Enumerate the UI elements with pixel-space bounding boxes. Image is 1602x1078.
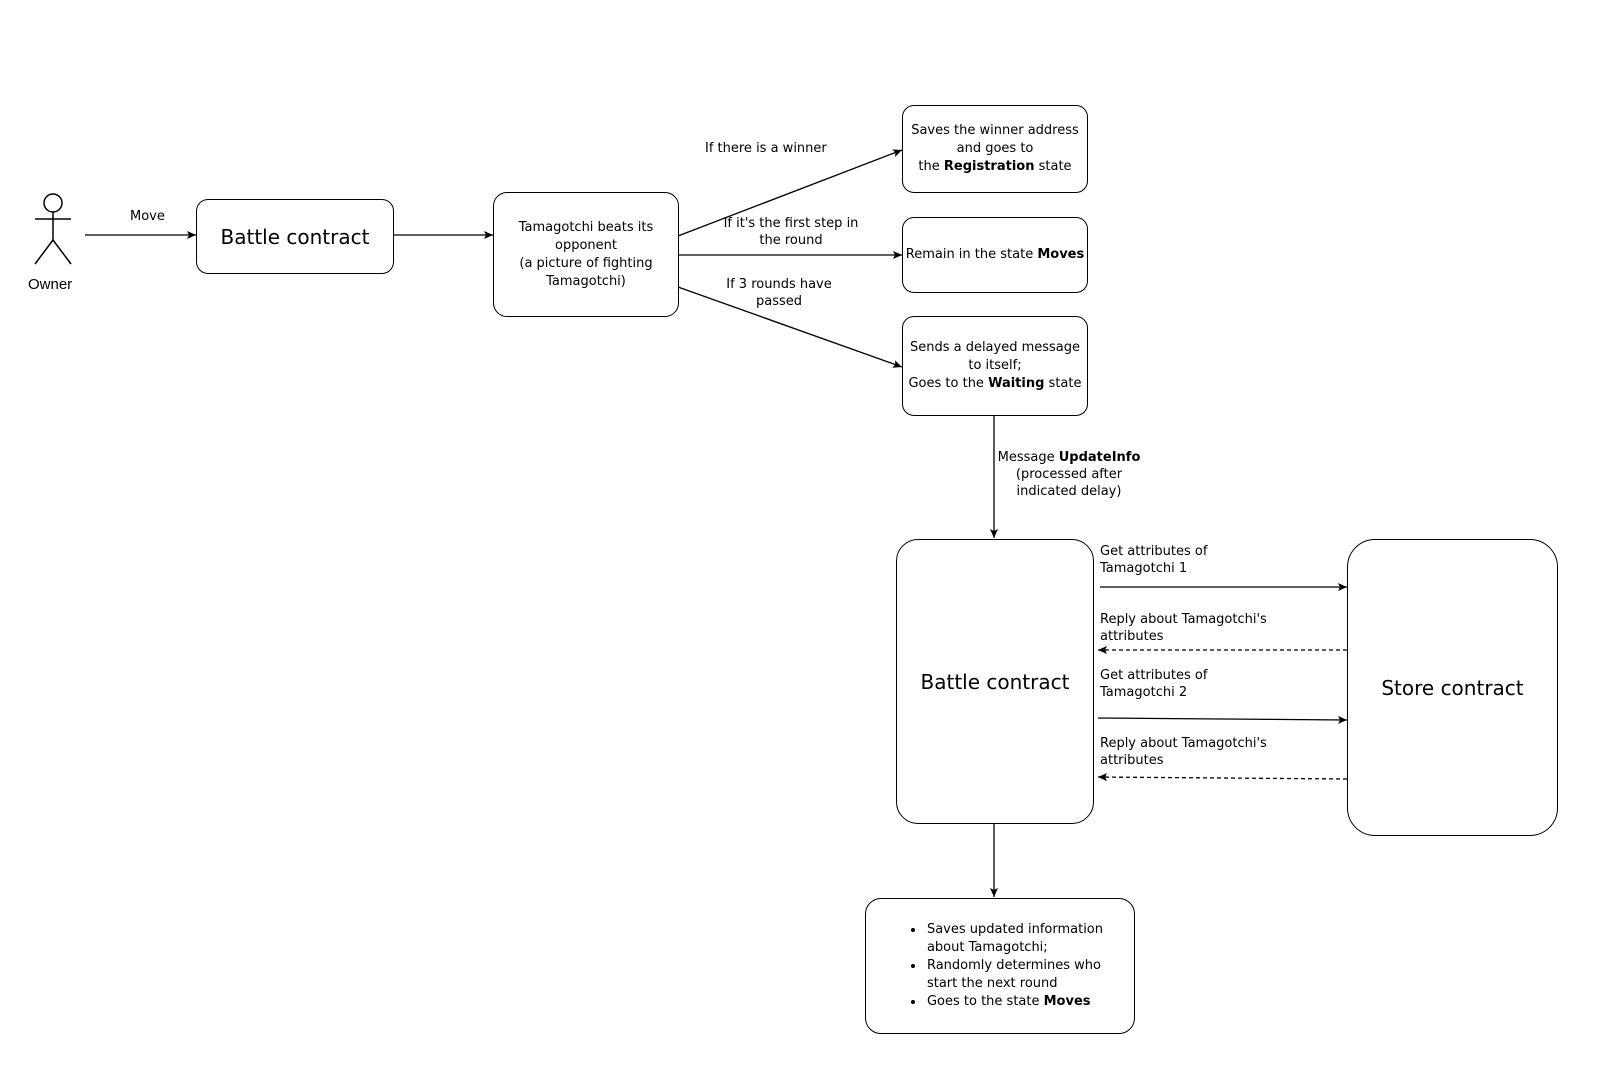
edge-label-update-info: Message UpdateInfo (processed after indi… — [997, 450, 1141, 499]
sends-delayed-line-1: Sends a delayed message — [909, 340, 1081, 355]
sends-delayed-line-3: Goes to the Waiting state — [908, 376, 1082, 391]
battle-contract-2-label: Battle contract — [920, 669, 1070, 694]
edge-label-reply-1: Reply about Tamagotchi's attributes — [1100, 612, 1267, 644]
saves-winner-line-1: Saves the winner address — [911, 123, 1079, 138]
saves-winner-line-2: and goes to — [956, 141, 1034, 156]
tamagotchi-beats-node[interactable]: Tamagotchi beats its opponent (a picture… — [493, 192, 679, 317]
saves-winner-line-3: the Registration state — [918, 159, 1072, 174]
tamagotchi-beats-line-1: Tamagotchi beats its — [518, 219, 654, 235]
tamagotchi-beats-line-3: (a picture of fighting — [519, 255, 653, 271]
battle-contract-node-1[interactable]: Battle contract — [196, 199, 394, 274]
sends-delayed-node[interactable]: Sends a delayed message to itself; Goes … — [902, 316, 1088, 416]
tamagotchi-beats-line-4: Tamagotchi) — [546, 273, 626, 289]
remain-moves-node[interactable]: Remain in the state Moves — [902, 217, 1088, 293]
edge-label-get-attr-2: Get attributes of Tamagotchi 2 — [1100, 668, 1208, 700]
edge-to-saves-winner — [677, 149, 903, 237]
battle-contract-node-2[interactable]: Battle contract — [896, 539, 1094, 824]
edge-get-attr-2 — [1097, 715, 1348, 724]
edge-label-three-rounds: If 3 rounds have passed — [726, 277, 832, 309]
tamagotchi-beats-line-2: opponent — [555, 237, 617, 253]
edge-reply-2 — [1097, 773, 1348, 782]
saves-winner-node[interactable]: Saves the winner address and goes to the… — [902, 105, 1088, 193]
owner-actor-label: Owner — [28, 276, 73, 293]
final-state-item-3: Goes to the state Moves — [925, 993, 1103, 1011]
store-contract-label: Store contract — [1381, 675, 1524, 700]
edge-label-winner: If there is a winner — [705, 141, 827, 156]
battle-contract-1-label: Battle contract — [220, 224, 370, 249]
edge-label-move: Move — [130, 209, 165, 224]
edge-label-reply-2: Reply about Tamagotchi's attributes — [1100, 736, 1267, 768]
edge-label-first-step: If it's the first step in the round — [723, 216, 859, 248]
owner-actor-figure — [34, 193, 72, 265]
edge-to-sends-delayed — [677, 286, 903, 368]
store-contract-node[interactable]: Store contract — [1347, 539, 1558, 836]
remain-moves-text: Remain in the state Moves — [905, 247, 1085, 262]
sends-delayed-line-2: to itself; — [968, 358, 1022, 373]
edge-label-get-attr-1: Get attributes of Tamagotchi 1 — [1100, 544, 1208, 576]
